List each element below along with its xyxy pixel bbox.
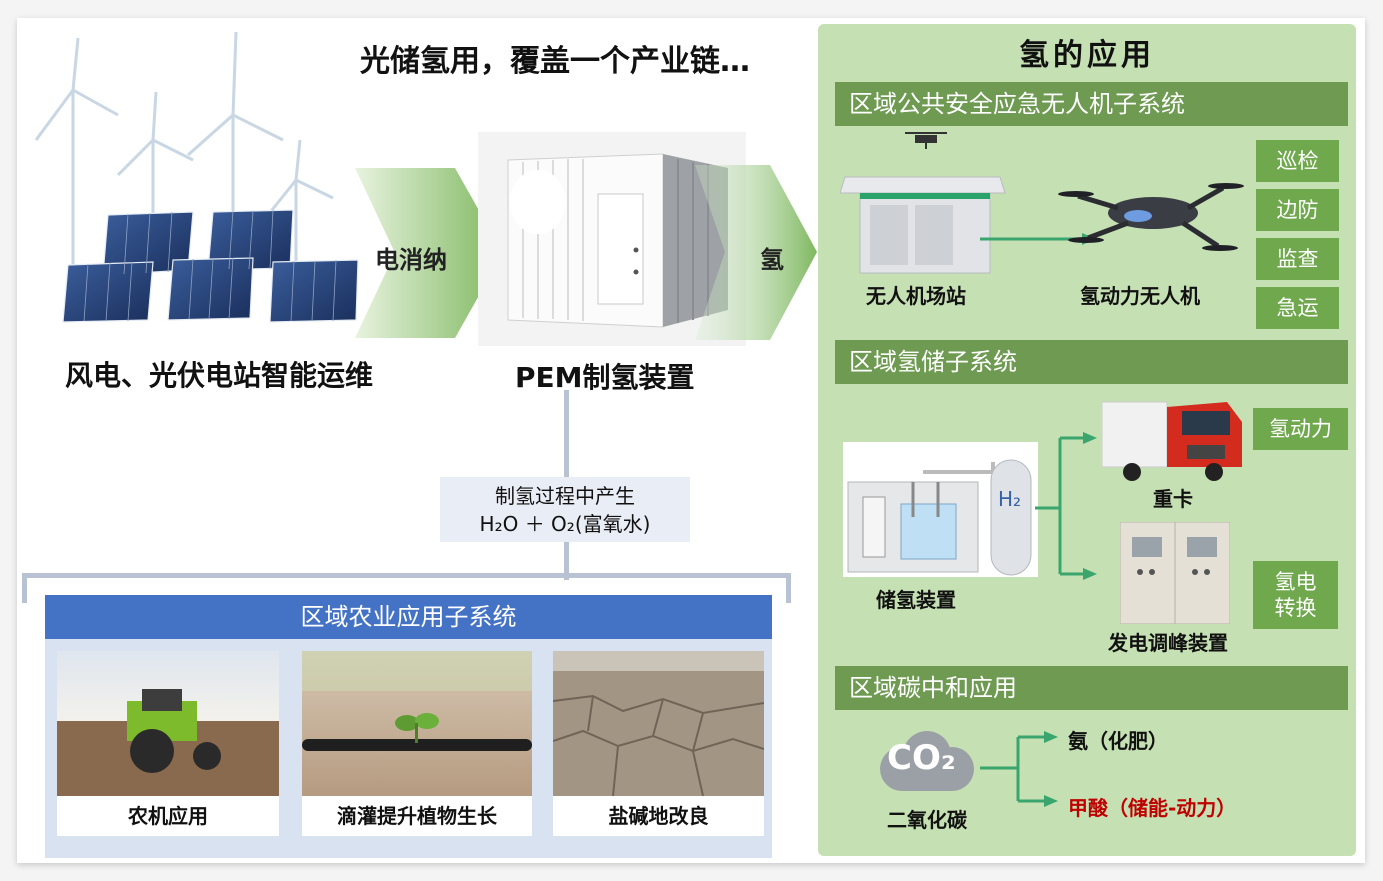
tag-line: 转换 [1274,596,1317,620]
agriculture-title: 区域农业应用子系统 [45,595,772,639]
tag-inspection: 监查 [1256,238,1339,280]
agri-item-label: 滴灌提升植物生长 [302,796,532,836]
electricity-consumption-label: 电消纳 [375,246,447,274]
h2-label: H₂ [998,487,1022,511]
saline-land-photo [553,651,764,796]
drone-station-image [840,132,1006,274]
agri-item-label: 盐碱地改良 [553,796,764,836]
tag-border: 边防 [1256,189,1339,231]
formic-acid-output: 甲酸（储能-动力） [1068,796,1237,820]
generator-caption: 发电调峰装置 [1108,631,1228,655]
heavy-truck-image [1102,401,1242,481]
truck-caption: 重卡 [1153,487,1193,511]
hydrogen-arrow [695,165,817,340]
co2-cloud-icon [880,731,974,791]
tag-patrol: 巡检 [1256,140,1339,182]
co2-branch-arrows [980,731,1058,807]
tag-hydrogen-power: 氢动力 [1253,408,1348,450]
wind-solar-illustration [34,31,359,323]
small-drone-icon [905,132,947,149]
hydrogen-arrow-label: 氢 [760,246,784,274]
ammonia-output: 氨（化肥） [1068,729,1168,753]
pem-caption: PEM制氢装置 [515,361,695,394]
agri-item-label: 农机应用 [57,796,279,836]
byproduct-line2: H₂O ＋ O₂(富氧水) [479,512,651,536]
carbon-system-title: 区域碳中和应用 [835,666,1348,710]
renewables-caption: 风电、光伏电站智能运维 [65,359,374,392]
storage-branch-arrows [1035,432,1097,580]
drone-system-title: 区域公共安全应急无人机子系统 [835,82,1348,126]
co2-label: CO₂ [887,738,956,778]
drone-station-caption: 无人机场站 [866,284,966,308]
hydrogen-application-title: 氢的应用 [1019,38,1155,73]
co2-caption: 二氧化碳 [887,808,967,832]
drip-irrigation-photo [302,651,532,796]
hydrogen-drone-image [1058,183,1244,251]
main-title: 光储氢用，覆盖一个产业链… [360,44,750,79]
tractor-photo [57,651,279,796]
hydrogen-drone-caption: 氢动力无人机 [1080,284,1200,308]
solar-panel-icons [62,209,359,323]
storage-system-title: 区域氢储子系统 [835,340,1348,384]
agriculture-bracket [25,573,790,578]
hydrogen-storage-image: H₂ [843,442,1038,577]
bracket-right-leg [786,573,791,603]
tag-line: 氢电 [1274,570,1317,594]
generator-cabinet-image [1120,522,1230,624]
tag-hydrogen-electric-conversion: 氢电 转换 [1253,561,1338,629]
byproduct-line1: 制氢过程中产生 [495,484,635,508]
pem-electrolyzer-image [478,132,746,346]
electricity-arrow [355,168,503,338]
tag-emergency-delivery: 急运 [1256,287,1339,329]
byproduct-box: 制氢过程中产生 H₂O ＋ O₂(富氧水) [440,477,690,542]
bracket-left-leg [22,573,27,603]
storage-caption: 储氢装置 [876,588,956,612]
